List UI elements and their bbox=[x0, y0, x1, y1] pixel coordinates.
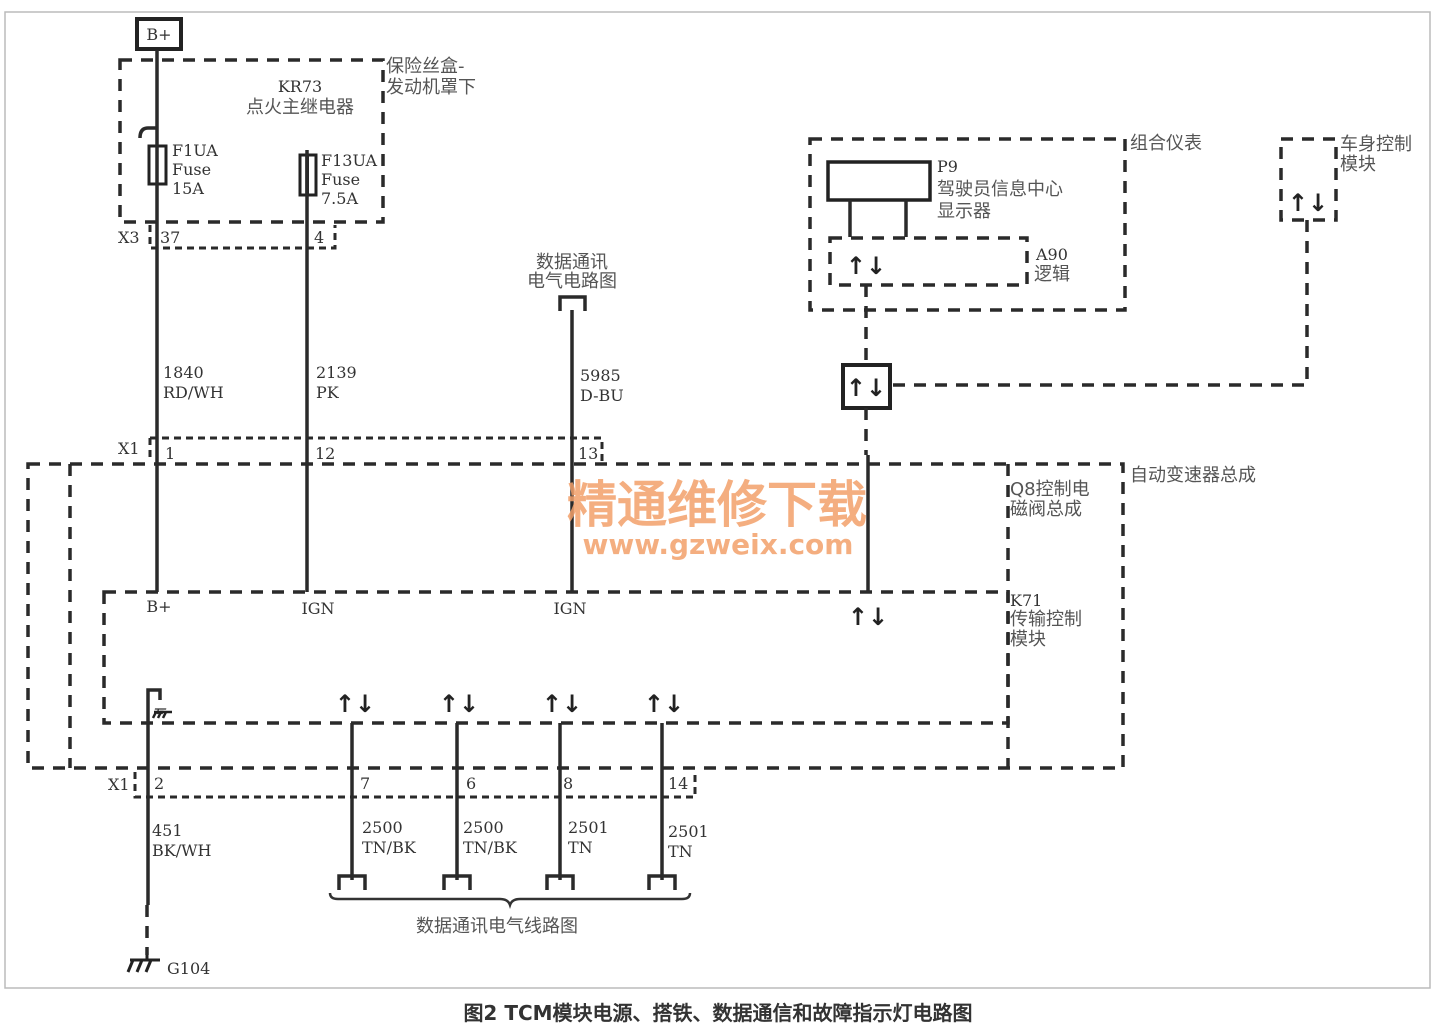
connector-symbol bbox=[558, 295, 587, 311]
p9-name: 驾驶员信息中心 bbox=[937, 179, 1063, 200]
transmission-assembly-outline bbox=[26, 462, 1125, 770]
a90-name: 逻辑 bbox=[1034, 264, 1070, 285]
k71-id: K71 bbox=[1010, 591, 1042, 610]
wire-circuit: 2139 bbox=[316, 363, 357, 382]
fuse-id: F1UA bbox=[172, 141, 218, 160]
x3-label: X3 bbox=[118, 228, 140, 247]
fuse-box-label-2: 发动机罩下 bbox=[386, 77, 476, 98]
a90-id: A90 bbox=[1035, 245, 1068, 264]
watermark-url: www.gzweix.com bbox=[583, 528, 854, 561]
fuse-rating: 7.5A bbox=[321, 189, 358, 208]
x1-label: X1 bbox=[118, 439, 140, 458]
bidirectional-arrow-icon: ↑↓ bbox=[439, 690, 479, 718]
relay-name: 点火主继电器 bbox=[246, 97, 354, 118]
p9-name-2: 显示器 bbox=[937, 201, 991, 222]
data-link-box bbox=[841, 363, 892, 410]
ground-g104-icon bbox=[126, 955, 160, 973]
bplus-terminal bbox=[135, 17, 183, 51]
fuse-id: F13UA bbox=[321, 151, 377, 170]
wire-color: RD/WH bbox=[163, 383, 224, 402]
bidirectional-arrow-icon: ↑↓ bbox=[335, 690, 375, 718]
bidirectional-arrow-icon: ↑↓ bbox=[848, 603, 888, 631]
cluster-label: 组合仪表 bbox=[1130, 133, 1202, 154]
x1-label: X1 bbox=[108, 775, 130, 794]
fuse-box-outline bbox=[118, 58, 385, 224]
data-wires-bottom bbox=[337, 723, 677, 890]
bcm-label-2: 模块 bbox=[1340, 154, 1376, 175]
bplus-label: B+ bbox=[146, 25, 171, 44]
instrument-cluster-outline bbox=[808, 137, 1127, 312]
diagram-border bbox=[4, 11, 1431, 989]
bcm-label: 车身控制 bbox=[1340, 134, 1412, 155]
k71-outline bbox=[102, 590, 1010, 725]
ground-label: G104 bbox=[167, 959, 210, 978]
x1-top-connector bbox=[148, 436, 604, 462]
pin-ign: IGN bbox=[301, 599, 334, 618]
k71-name-2: 模块 bbox=[1010, 629, 1046, 650]
pin-label: 6 bbox=[466, 774, 476, 793]
data-comm-bottom-ref[interactable]: 数据通讯电气线路图 bbox=[416, 916, 578, 937]
bcm-outline bbox=[1279, 137, 1338, 222]
bidirectional-arrow-icon: ↑↓ bbox=[1288, 189, 1328, 217]
wire-color: BK/WH bbox=[152, 841, 212, 860]
watermark: 精通维修下载 bbox=[567, 476, 867, 534]
pin-ign: IGN bbox=[553, 599, 586, 618]
bidirectional-arrow-icon: ↑↓ bbox=[542, 690, 582, 718]
bidirectional-arrow-icon: ↑↓ bbox=[644, 690, 684, 718]
wire-circuit: 2501 bbox=[668, 822, 709, 841]
chassis-ground-icon bbox=[151, 710, 172, 719]
pin-label: 13 bbox=[578, 444, 598, 463]
data-comm-ref[interactable]: 数据通讯 bbox=[536, 252, 608, 273]
splice-icon bbox=[138, 126, 158, 139]
pin-label: 1 bbox=[165, 444, 175, 463]
pin-label: 2 bbox=[154, 774, 164, 793]
wire-color: TN bbox=[668, 842, 693, 861]
k71-name: 传输控制 bbox=[1010, 609, 1082, 630]
fuse-type: Fuse bbox=[172, 160, 211, 179]
wire-circuit: 1840 bbox=[163, 363, 204, 382]
pin-label: 4 bbox=[314, 228, 324, 247]
pin-label: 7 bbox=[360, 774, 370, 793]
wire-circuit: 5985 bbox=[580, 366, 621, 385]
relay-id: KR73 bbox=[278, 77, 322, 96]
fuse-type: Fuse bbox=[321, 170, 360, 189]
wire-circuit: 2501 bbox=[568, 818, 609, 837]
wire-color: TN/BK bbox=[362, 838, 417, 857]
x3-connector bbox=[148, 225, 337, 250]
fuse-box-label: 保险丝盒- bbox=[386, 56, 465, 77]
pin-bplus: B+ bbox=[146, 597, 171, 616]
figure-caption: 图2 TCM模块电源、搭铁、数据通信和故障指示灯电路图 bbox=[463, 1001, 972, 1025]
wire-color: TN/BK bbox=[463, 838, 518, 857]
wire-color: D-BU bbox=[580, 386, 624, 405]
wire-color: PK bbox=[316, 383, 340, 402]
p9-id: P9 bbox=[937, 157, 958, 176]
transmission-label: 自动变速器总成 bbox=[1130, 465, 1256, 486]
bidirectional-arrow-icon: ↑↓ bbox=[846, 374, 886, 402]
brace bbox=[328, 892, 692, 909]
pin-label: 12 bbox=[315, 444, 335, 463]
data-comm-ref-2[interactable]: 电气电路图 bbox=[527, 271, 617, 292]
x1-bottom-connector bbox=[133, 772, 697, 799]
bidirectional-arrow-icon: ↑↓ bbox=[846, 252, 886, 280]
fuse-rating: 15A bbox=[172, 179, 204, 198]
q8-label: Q8控制电 bbox=[1010, 479, 1090, 500]
pin-label: 14 bbox=[668, 774, 688, 793]
q8-label-2: 磁阀总成 bbox=[1010, 499, 1082, 520]
wire-circuit: 2500 bbox=[362, 818, 403, 837]
wire-circuit: 451 bbox=[152, 821, 183, 840]
p9-display bbox=[826, 160, 932, 202]
pin-label: 37 bbox=[160, 228, 180, 247]
wire-circuit: 2500 bbox=[463, 818, 504, 837]
wire-color: TN bbox=[568, 838, 593, 857]
a90-outline bbox=[828, 236, 1029, 287]
pin-label: 8 bbox=[563, 774, 573, 793]
